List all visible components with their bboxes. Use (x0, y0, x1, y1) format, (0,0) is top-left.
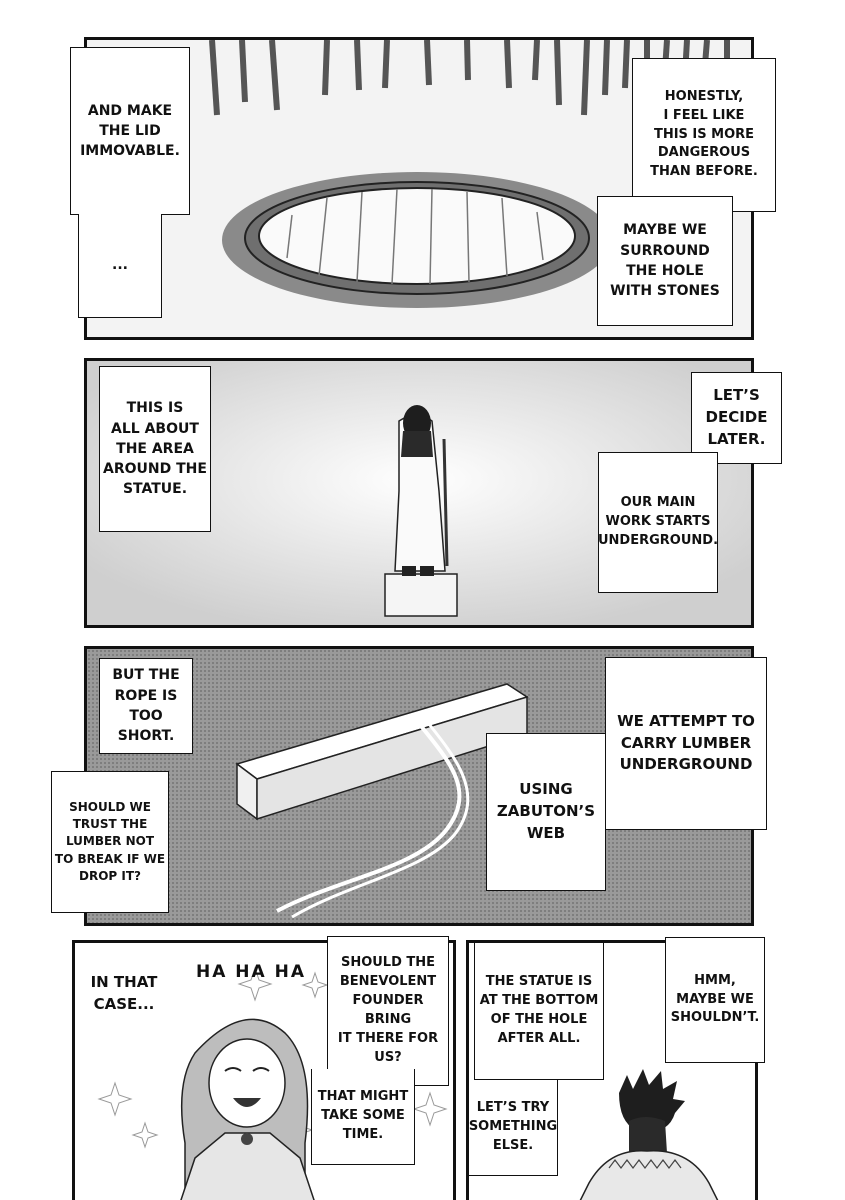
speech-bubble: SHOULD WE TRUST THE LUMBER NOT TO BREAK … (51, 771, 169, 913)
bubble-text: LET’S TRY SOMETHING ELSE. (468, 1100, 558, 1153)
bubble-text: AND MAKE THE LID IMMOVABLE. (80, 102, 180, 160)
bubble-text: HMM, MAYBE WE SHOULDN’T. (670, 972, 760, 1026)
speech-bubble: SHOULD THE BENEVOLENT FOUNDER BRING IT T… (327, 936, 449, 1086)
bubble-text: HONESTLY, I FEEL LIKE THIS IS MORE DANGE… (650, 88, 758, 180)
speech-bubble: HONESTLY, I FEEL LIKE THIS IS MORE DANGE… (632, 58, 776, 212)
bubble-text: MAYBE WE SURROUND THE HOLE WITH STONES (610, 222, 720, 300)
bubble-text: THIS IS ALL ABOUT THE AREA AROUND THE ST… (103, 400, 207, 498)
bubble-text: ... (112, 257, 128, 274)
speech-bubble: LET’S TRY SOMETHING ELSE. (468, 1080, 558, 1176)
speech-bubble: ... (78, 214, 162, 318)
bubble-text: OUR MAIN WORK STARTS UNDERGROUND. (598, 495, 719, 548)
speech-bubble: BUT THE ROPE IS TOO SHORT. (99, 658, 193, 754)
bubble-text: BUT THE ROPE IS TOO SHORT. (112, 667, 180, 745)
speech-bubble: WE ATTEMPT TO CARRY LUMBER UNDERGROUND (605, 657, 767, 830)
bubble-text: USING ZABUTON’S WEB (496, 780, 596, 842)
bubble-text: THE STATUE IS AT THE BOTTOM OF THE HOLE … (479, 974, 599, 1046)
speech-bubble: LET’S DECIDE LATER. (691, 372, 782, 464)
speech-bubble: HMM, MAYBE WE SHOULDN’T. (665, 937, 765, 1063)
speech-bubble: MAYBE WE SURROUND THE HOLE WITH STONES (597, 196, 733, 326)
speech-bubble: USING ZABUTON’S WEB (486, 733, 606, 891)
speech-bubble: AND MAKE THE LID IMMOVABLE. (70, 47, 190, 215)
bubble-text: SHOULD WE TRUST THE LUMBER NOT TO BREAK … (54, 799, 166, 884)
bubble-text: THAT MIGHT TAKE SOME TIME. (317, 1089, 409, 1142)
speech-bubble: THE STATUE IS AT THE BOTTOM OF THE HOLE … (474, 942, 604, 1080)
sound-effect: HA HA HA (196, 962, 306, 982)
speech-bubble: THIS IS ALL ABOUT THE AREA AROUND THE ST… (99, 366, 211, 532)
speech-bubble: THAT MIGHT TAKE SOME TIME. (311, 1069, 415, 1165)
bubble-text: SHOULD THE BENEVOLENT FOUNDER BRING IT T… (337, 955, 439, 1065)
speech-bubble: IN THAT CASE... (75, 944, 173, 1044)
bubble-text: IN THAT CASE... (90, 973, 158, 1013)
speech-bubble: OUR MAIN WORK STARTS UNDERGROUND. (598, 452, 718, 593)
bubble-text: WE ATTEMPT TO CARRY LUMBER UNDERGROUND (617, 711, 755, 774)
bubble-text: LET’S DECIDE LATER. (705, 386, 768, 448)
